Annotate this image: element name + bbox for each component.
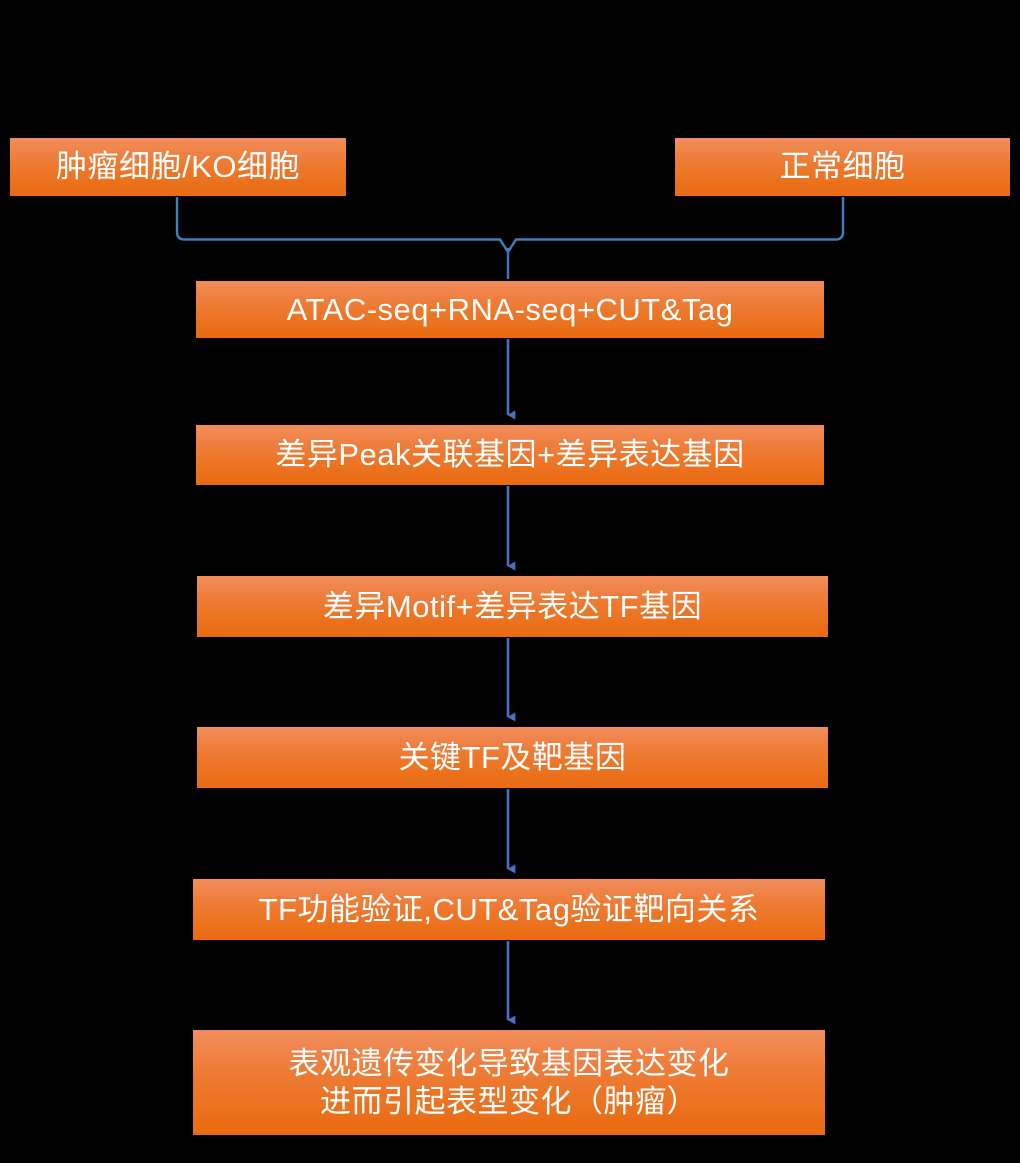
node-normal-cells[interactable]: 正常细胞	[675, 138, 1010, 196]
node-tf-validation[interactable]: TF功能验证,CUT&Tag验证靶向关系	[193, 879, 825, 940]
bracket-connector-merge	[175, 197, 845, 254]
node-differential-motif-tf[interactable]: 差异Motif+差异表达TF基因	[197, 576, 828, 637]
node-differential-genes[interactable]: 差异Peak关联基因+差异表达基因	[196, 425, 824, 485]
node-key-tf-targets[interactable]: 关键TF及靶基因	[197, 727, 828, 788]
node-sequencing-assays[interactable]: ATAC-seq+RNA-seq+CUT&Tag	[196, 281, 824, 338]
node-tumor-cells[interactable]: 肿瘤细胞/KO细胞	[10, 138, 346, 196]
node-conclusion[interactable]: 表观遗传变化导致基因表达变化 进而引起表型变化（肿瘤）	[193, 1030, 825, 1135]
